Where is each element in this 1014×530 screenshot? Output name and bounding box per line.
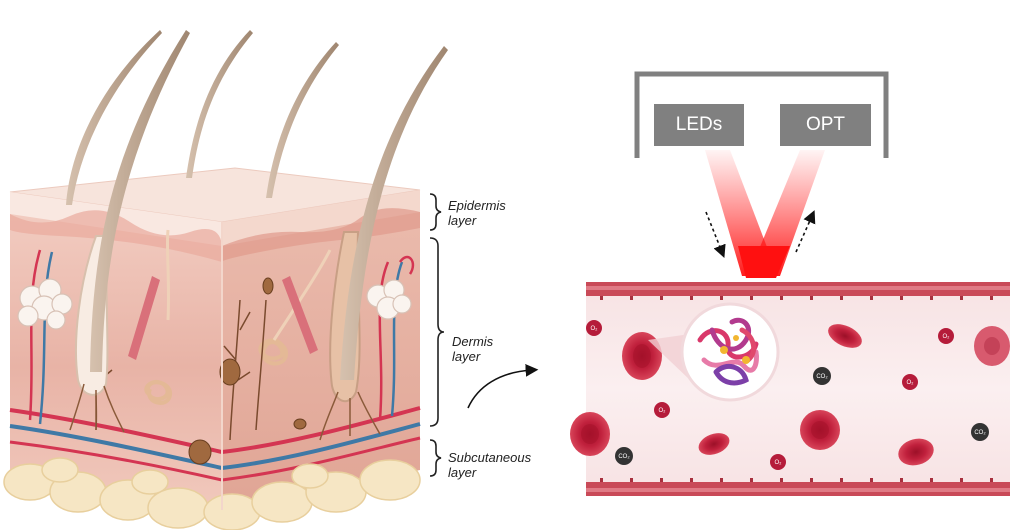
zoom-arrow — [468, 370, 532, 408]
svg-text:CO₂: CO₂ — [618, 454, 630, 460]
opt-box: OPT — [780, 104, 871, 146]
oxygen-molecule: O₂ — [770, 454, 786, 470]
epidermis-brace — [430, 194, 441, 230]
svg-text:CO₂: CO₂ — [816, 374, 828, 380]
subcutaneous-brace — [430, 440, 441, 476]
skin-cross-section — [4, 30, 448, 530]
red-blood-cell — [800, 410, 840, 450]
svg-text:O₂: O₂ — [907, 380, 915, 386]
leds-box: LEDs — [654, 104, 744, 146]
oxygen-molecule: O₂ — [586, 320, 602, 336]
co2-molecule: CO₂ — [813, 367, 831, 385]
dermis-label: Dermis layer — [452, 334, 493, 364]
epidermis-label: Epidermis layer — [448, 198, 506, 228]
blood-vessel — [586, 282, 1010, 496]
red-blood-cell — [570, 412, 610, 456]
opt-label: OPT — [806, 114, 845, 136]
subcutaneous-label: Subcutaneous layer — [448, 450, 531, 480]
red-blood-cell — [974, 326, 1010, 366]
svg-text:CO₂: CO₂ — [974, 430, 986, 436]
leds-label: LEDs — [676, 114, 722, 136]
svg-text:O₂: O₂ — [775, 460, 783, 466]
svg-text:O₂: O₂ — [659, 408, 667, 414]
incident-arrow — [706, 212, 722, 252]
co2-molecule: CO₂ — [971, 423, 989, 441]
co2-molecule: CO₂ — [615, 447, 633, 465]
layer-braces — [430, 194, 444, 476]
oxygen-molecule: O₂ — [654, 402, 670, 418]
oxygen-molecule: O₂ — [938, 328, 954, 344]
oxygen-molecule: O₂ — [902, 374, 918, 390]
dermis-brace — [430, 238, 444, 426]
svg-text:O₂: O₂ — [943, 334, 951, 340]
svg-text:O₂: O₂ — [591, 326, 599, 332]
